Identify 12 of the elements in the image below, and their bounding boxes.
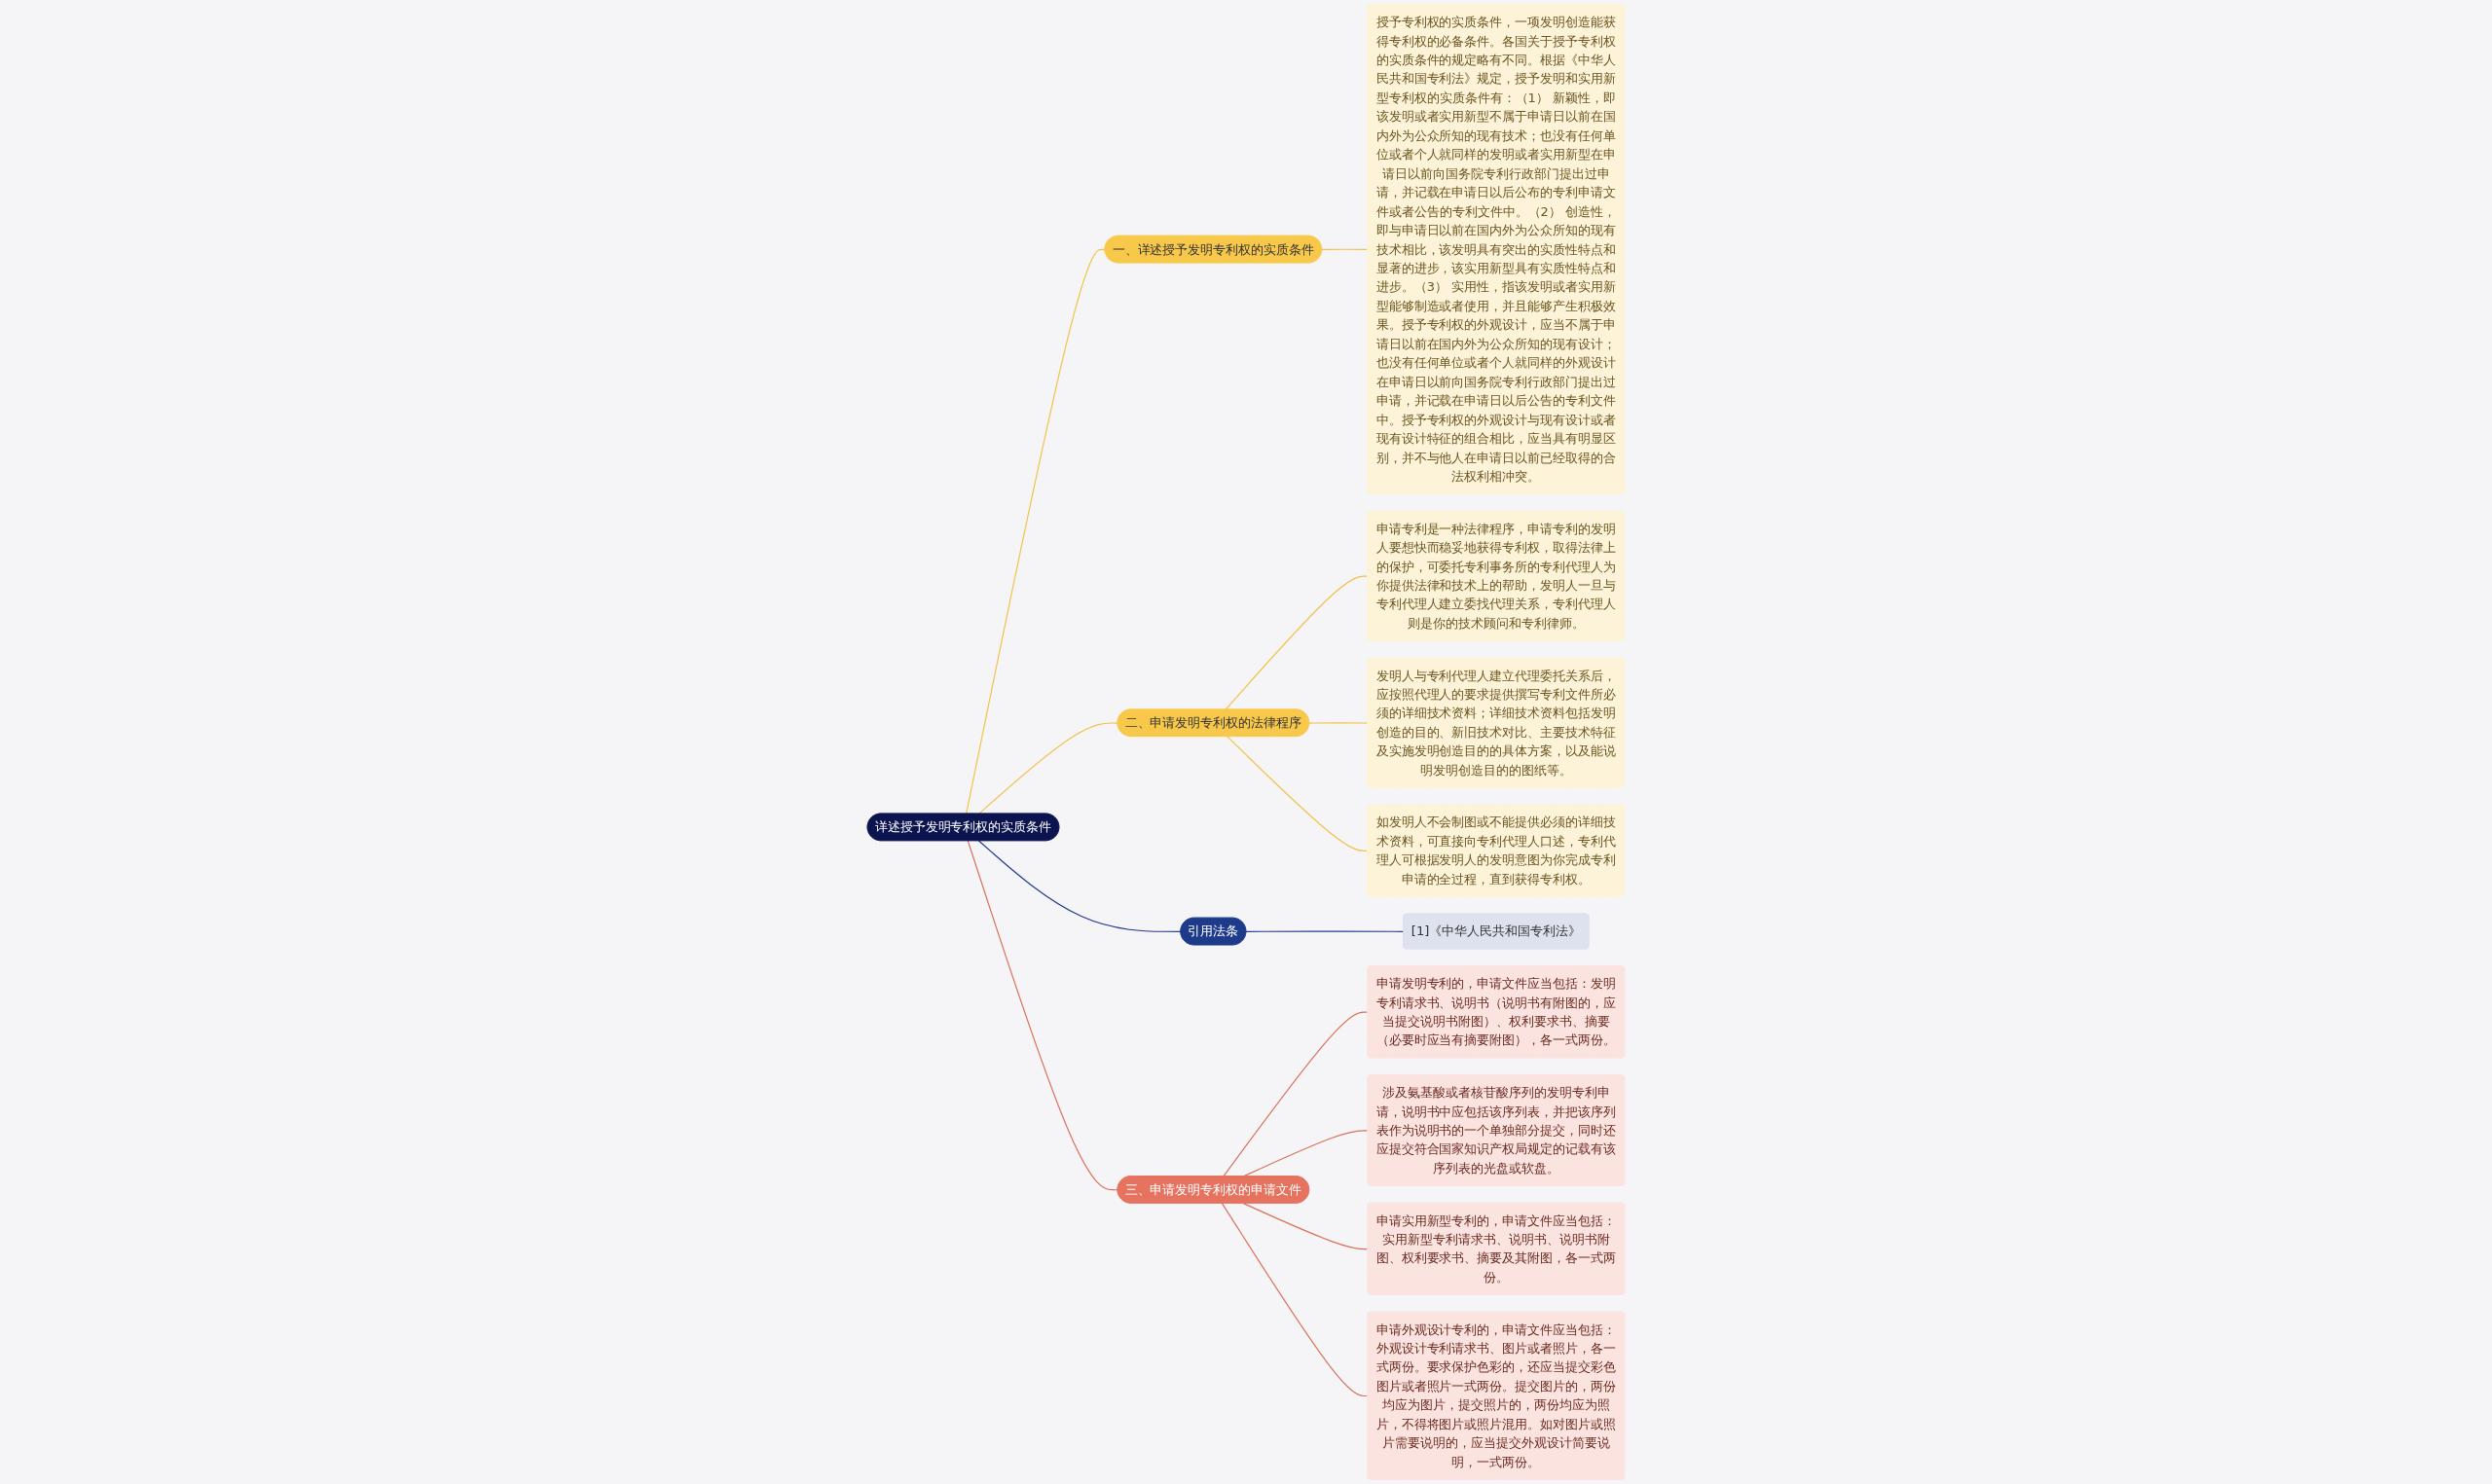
connector — [1227, 736, 1369, 852]
connector — [1245, 930, 1405, 932]
connector — [977, 722, 1118, 814]
connector — [1242, 1203, 1369, 1250]
connector — [1221, 1203, 1369, 1397]
connector — [1321, 248, 1369, 250]
connector — [967, 840, 1118, 1191]
connector — [1225, 575, 1369, 710]
connector — [966, 248, 1106, 814]
connector — [1308, 722, 1369, 724]
connector — [1223, 1011, 1369, 1177]
connector — [977, 840, 1182, 932]
